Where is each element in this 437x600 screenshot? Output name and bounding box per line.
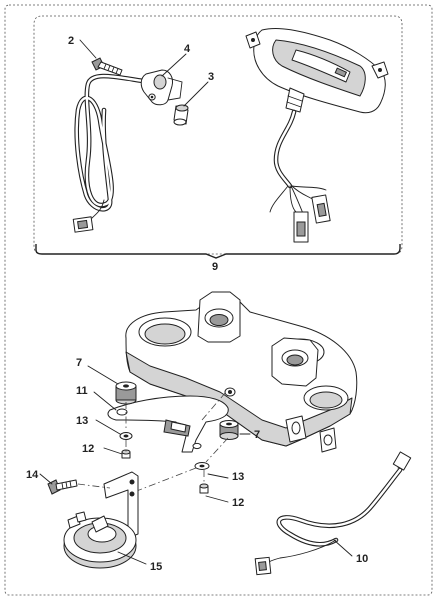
nut-left [121,449,131,459]
horn-bracket [107,395,229,453]
callout-12-left: 12 [82,443,94,455]
horn [63,471,139,569]
assembly-line-6 [201,391,227,421]
horn-wire [254,451,412,576]
assembly-line-7 [77,483,111,489]
nut-right [199,483,209,494]
bolt-part-14 [47,479,78,495]
assembly-line-1 [133,467,197,493]
washer-right [194,462,210,470]
callout-10: 10 [356,553,368,565]
speed-sensor-cable [72,69,183,233]
callout-2: 2 [68,35,74,47]
callout-14: 14 [26,469,39,481]
callout-7-left: 7 [76,357,82,369]
callout-9: 9 [212,261,218,273]
assembly-line-5 [205,437,229,463]
callout-13-right: 13 [232,471,244,483]
rubber-mount-left [115,381,137,405]
washer-left [119,432,133,440]
spacer-part-3 [173,104,189,126]
callout-labels: 2 4 3 9 7 11 13 12 7 13 12 14 15 10 [26,35,368,573]
callout-3: 3 [208,71,214,83]
callout-11: 11 [76,385,88,397]
callout-15: 15 [150,561,162,573]
callout-7-right: 7 [254,429,260,441]
leader-lines [39,39,353,565]
triple-clamp [125,291,358,453]
callout-12-right: 12 [232,497,244,509]
bolt-part-2 [91,57,123,76]
callout-4: 4 [184,43,191,55]
outer-frame [4,4,433,596]
rubber-mount-right [219,420,239,440]
kit-group-box [33,15,403,255]
instrument-cluster [245,27,389,243]
callout-13-left: 13 [76,415,88,427]
kit-group-brace [35,244,401,259]
